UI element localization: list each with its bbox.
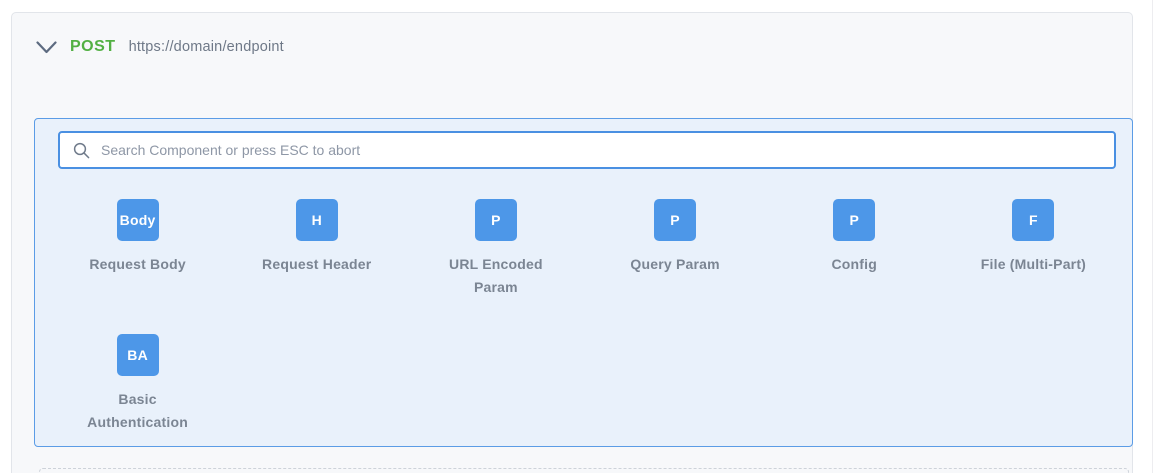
component-label: Basic Authentication (87, 391, 188, 430)
request-method: POST (70, 38, 116, 55)
component-item-url-encoded-param[interactable]: P URL Encoded Param (406, 199, 585, 299)
component-label: Request Body (89, 256, 186, 272)
component-label: URL Encoded Param (449, 256, 543, 295)
component-search-panel: Body Request Body H Request Header P URL… (34, 118, 1133, 447)
component-item-basic-authentication[interactable]: BA Basic Authentication (48, 334, 227, 434)
request-body-icon[interactable]: Body (116, 199, 159, 241)
url-encoded-param-icon[interactable]: P (474, 199, 517, 241)
component-label: Query Param (630, 256, 720, 272)
chevron-down-icon[interactable] (36, 40, 57, 54)
component-item-file-multipart[interactable]: F File (Multi-Part) (944, 199, 1123, 299)
search-box (58, 131, 1116, 169)
component-grid: Body Request Body H Request Header P URL… (35, 199, 1132, 434)
basic-authentication-icon[interactable]: BA (116, 334, 159, 376)
request-header: POST https://domain/endpoint (12, 13, 1132, 56)
query-param-icon[interactable]: P (654, 199, 697, 241)
component-label: Config (831, 256, 877, 272)
component-label: Request Header (262, 256, 372, 272)
request-url: https://domain/endpoint (128, 39, 284, 55)
component-label: File (Multi-Part) (980, 256, 1087, 272)
collapsed-section-placeholder[interactable] (39, 468, 1129, 473)
component-item-config[interactable]: P Config (765, 199, 944, 299)
file-multipart-icon[interactable]: F (1012, 199, 1055, 241)
request-card: POST https://domain/endpoint Body Reques… (11, 12, 1133, 473)
pane-divider (1152, 0, 1153, 473)
request-header-icon[interactable]: H (295, 199, 338, 241)
config-icon[interactable]: P (833, 199, 876, 241)
component-item-query-param[interactable]: P Query Param (586, 199, 765, 299)
search-input[interactable] (101, 133, 1114, 167)
search-icon (73, 142, 90, 159)
component-item-request-body[interactable]: Body Request Body (48, 199, 227, 299)
component-item-request-header[interactable]: H Request Header (227, 199, 406, 299)
